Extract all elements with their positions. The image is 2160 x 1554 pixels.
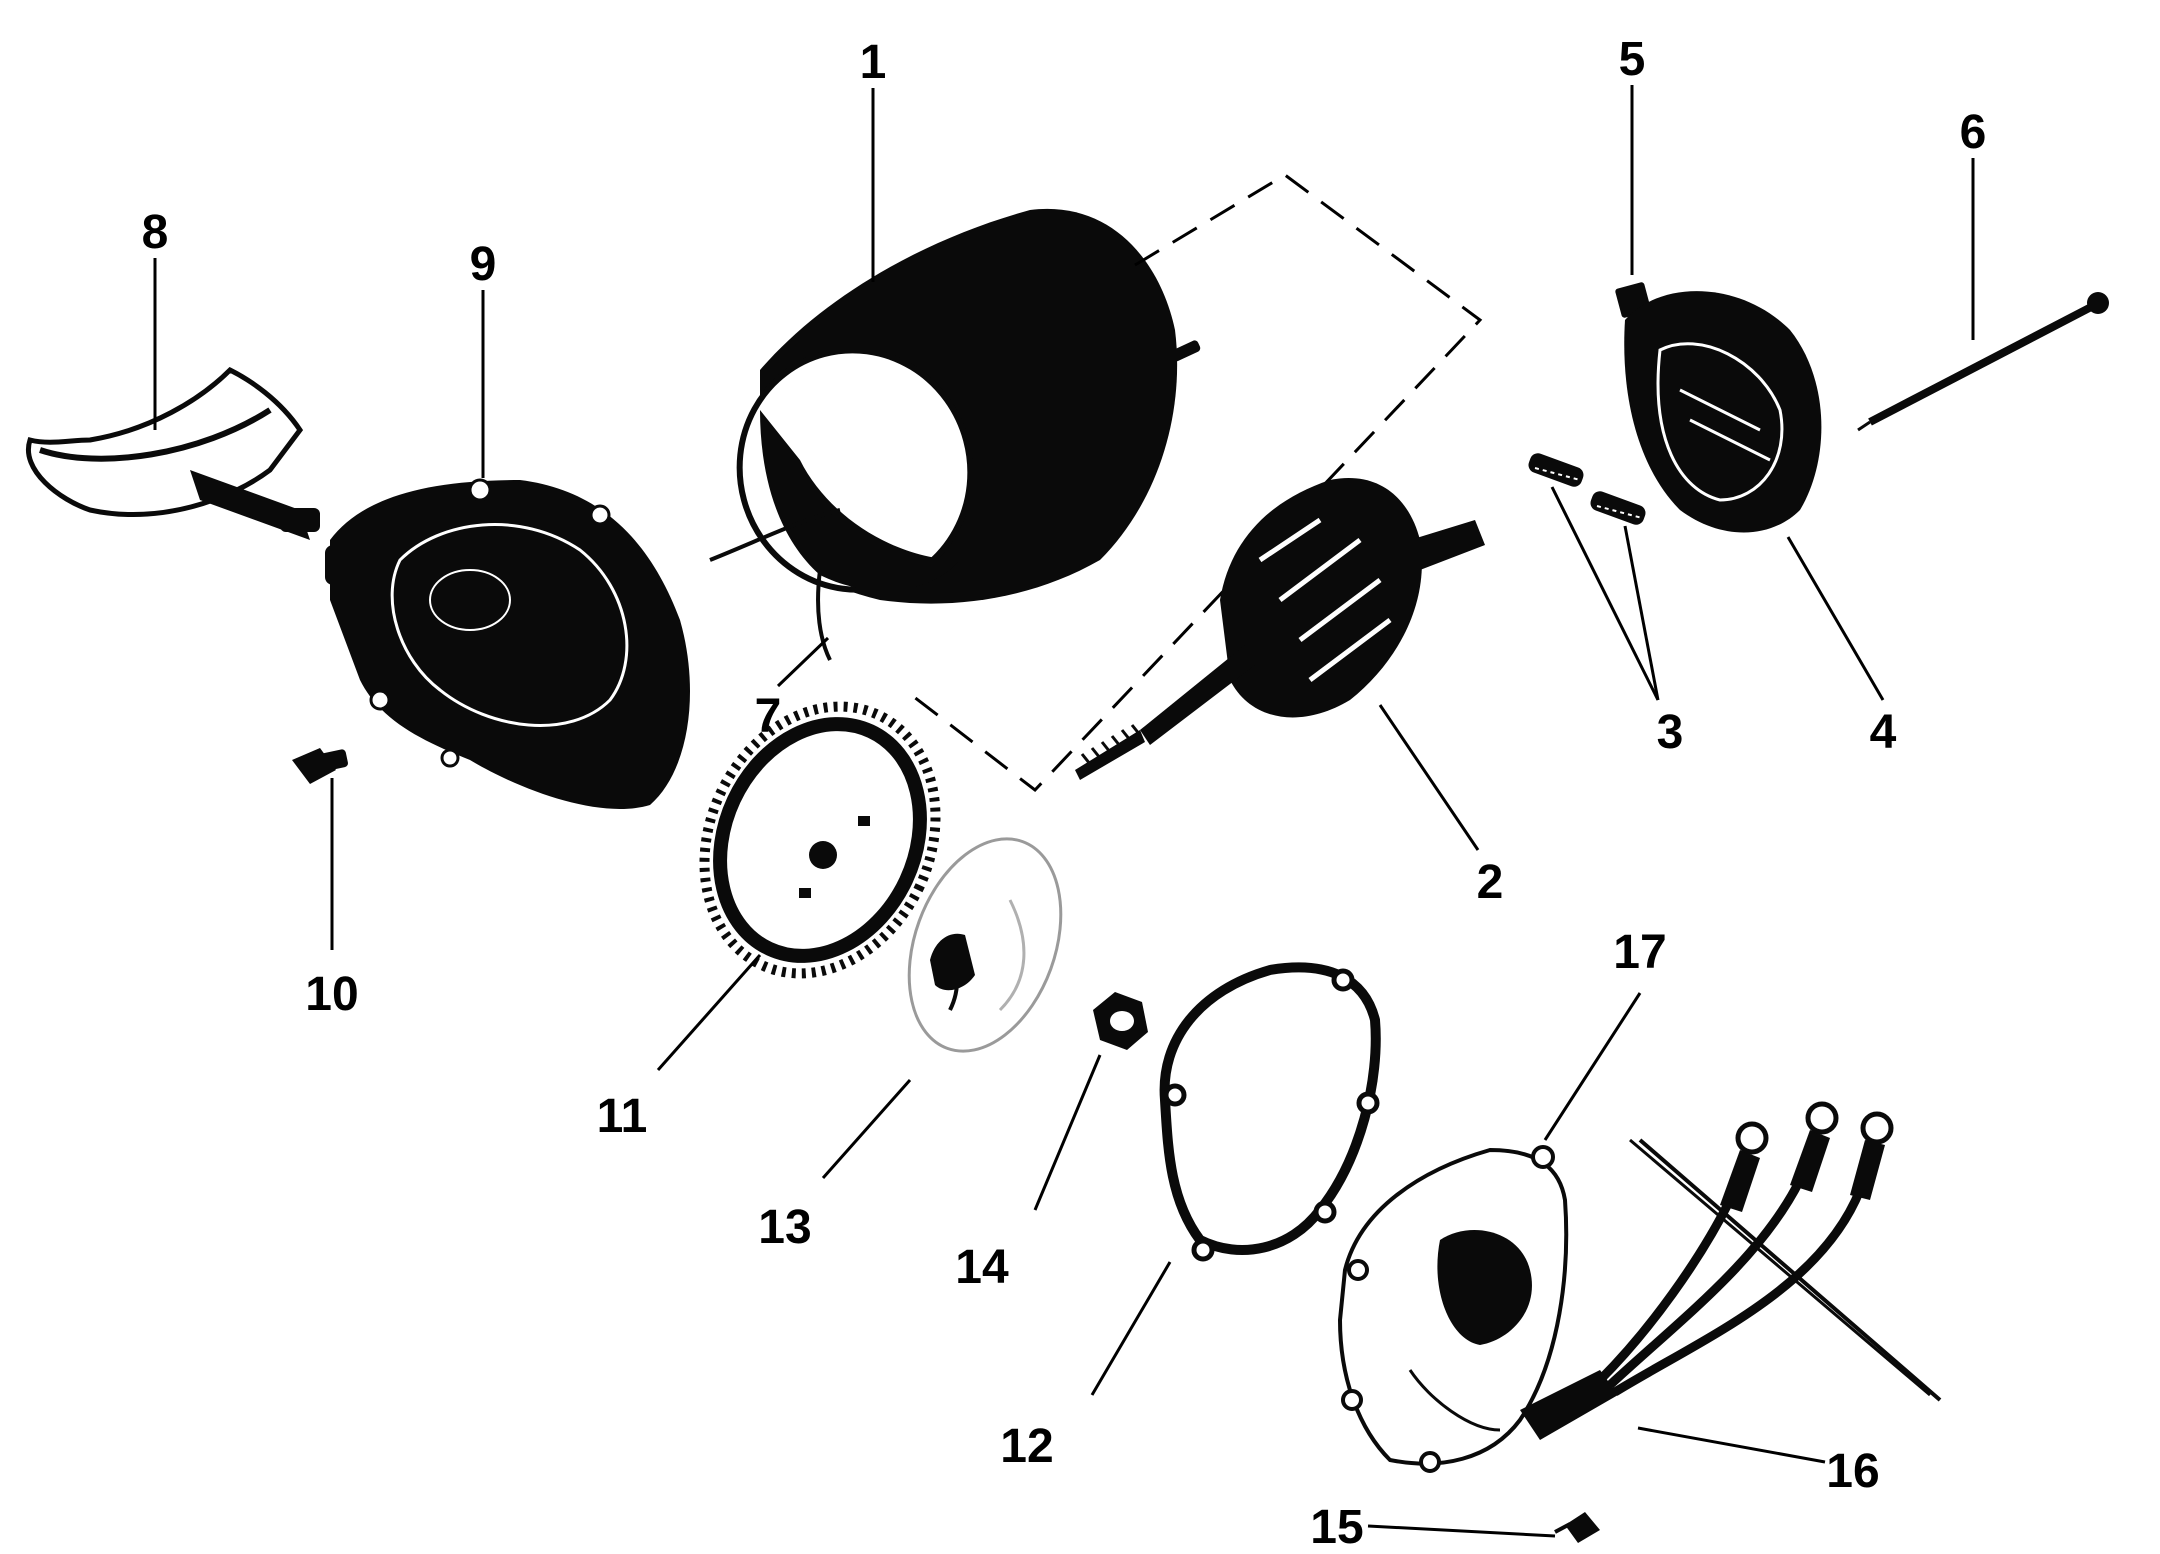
part-2-armature [1075,478,1485,780]
callout-5: 5 [1619,33,1646,86]
leader-12 [1090,1261,1172,1396]
part-8-bracket [25,366,320,540]
leader-16 [1637,1426,1826,1464]
leader-15 [1367,1524,1556,1538]
callout-17: 17 [1613,926,1666,979]
part-6-through-bolt [1857,292,2109,432]
callout-9: 9 [470,238,497,291]
part-1-field-frame [709,208,1201,661]
callout-4: 4 [1870,706,1897,759]
callout-3: 3 [1657,706,1684,759]
alignment-dashed-outline [904,173,1483,793]
part-12-gasket [1159,962,1381,1262]
callout-10: 10 [305,968,358,1021]
part-11-ring-gear [699,701,941,979]
leader-17 [1543,992,1642,1141]
callout-2: 2 [1477,856,1504,909]
leader-4 [1786,536,1885,701]
leader-lines [153,85,1975,1538]
part-14-nut [1093,992,1148,1050]
callout-8: 8 [142,206,169,259]
part-13-drive [907,837,1063,1053]
callout-13: 13 [758,1201,811,1254]
leader-14 [1033,1054,1102,1211]
leader-13 [821,1079,912,1179]
leader-3b [1623,525,1660,701]
leader-2 [1378,704,1480,851]
leader-7 [776,636,830,688]
part-4-end-cap [1624,291,1822,533]
callout-1: 1 [860,36,887,89]
part-16-cable-leads [1520,1101,1942,1440]
callout-15: 15 [1310,1501,1363,1554]
callout-14: 14 [955,1241,1009,1294]
part-9-drive-end-housing [325,478,690,809]
part-15-screw [1554,1512,1600,1543]
callout-16: 16 [1826,1445,1879,1498]
callout-11: 11 [597,1090,648,1143]
leader-11 [656,954,762,1071]
callout-7: 7 [755,690,782,743]
leader-3a [1550,486,1660,701]
callout-6: 6 [1960,106,1987,159]
callout-12: 12 [1000,1420,1053,1473]
part-3-brush-springs [1528,453,1646,525]
part-17-cover-plate [1337,1145,1569,1473]
part-10-bolt [292,748,348,784]
callout-labels: 1 2 3 4 5 6 7 8 9 10 11 12 13 14 15 16 1… [142,33,1987,1554]
